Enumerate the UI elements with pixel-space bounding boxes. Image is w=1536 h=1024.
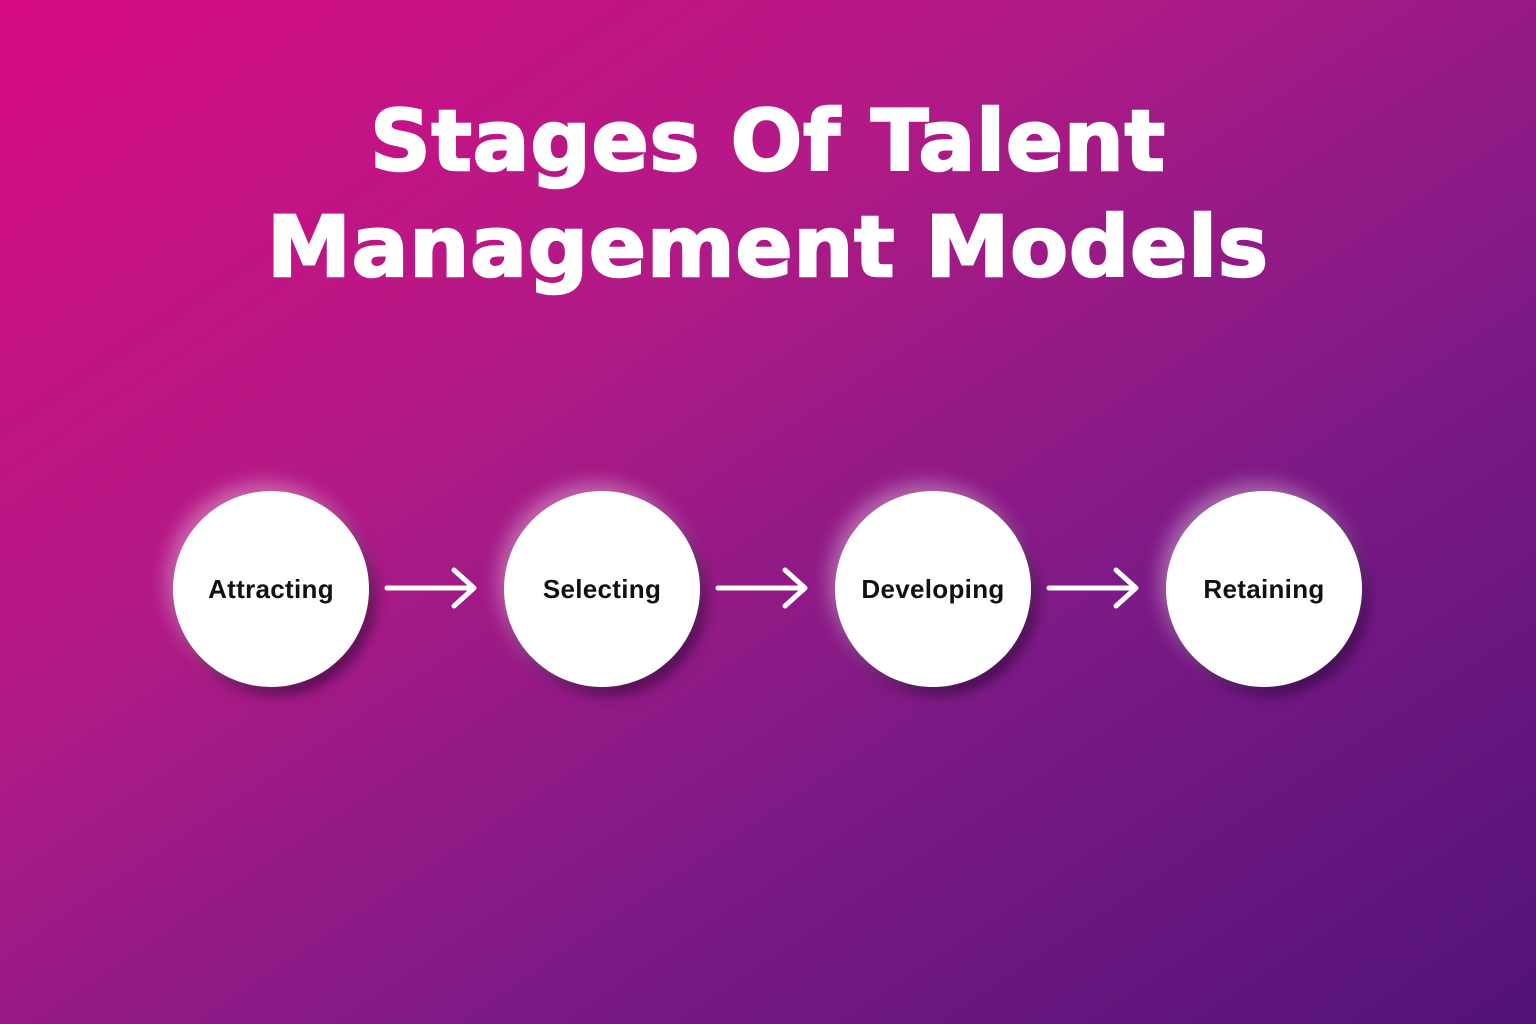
arrow-right-icon: [1046, 567, 1139, 609]
stage-label: Attracting: [208, 573, 334, 604]
page-title: Stages Of Talent Management Models: [0, 88, 1536, 300]
arrow-right-icon: [384, 567, 477, 609]
stage-label: Retaining: [1203, 573, 1325, 604]
stage-label: Selecting: [542, 573, 662, 604]
title-line-1: Stages Of Talent: [369, 91, 1166, 192]
arrow-right-icon: [715, 567, 808, 609]
stage-label: Developing: [861, 573, 1005, 604]
stage-attracting: Attracting: [173, 491, 369, 687]
stage-retaining: Retaining: [1166, 491, 1362, 687]
stage-selecting: Selecting: [504, 491, 700, 687]
stage-developing: Developing: [835, 491, 1031, 687]
title-line-2: Management Models: [266, 197, 1269, 298]
